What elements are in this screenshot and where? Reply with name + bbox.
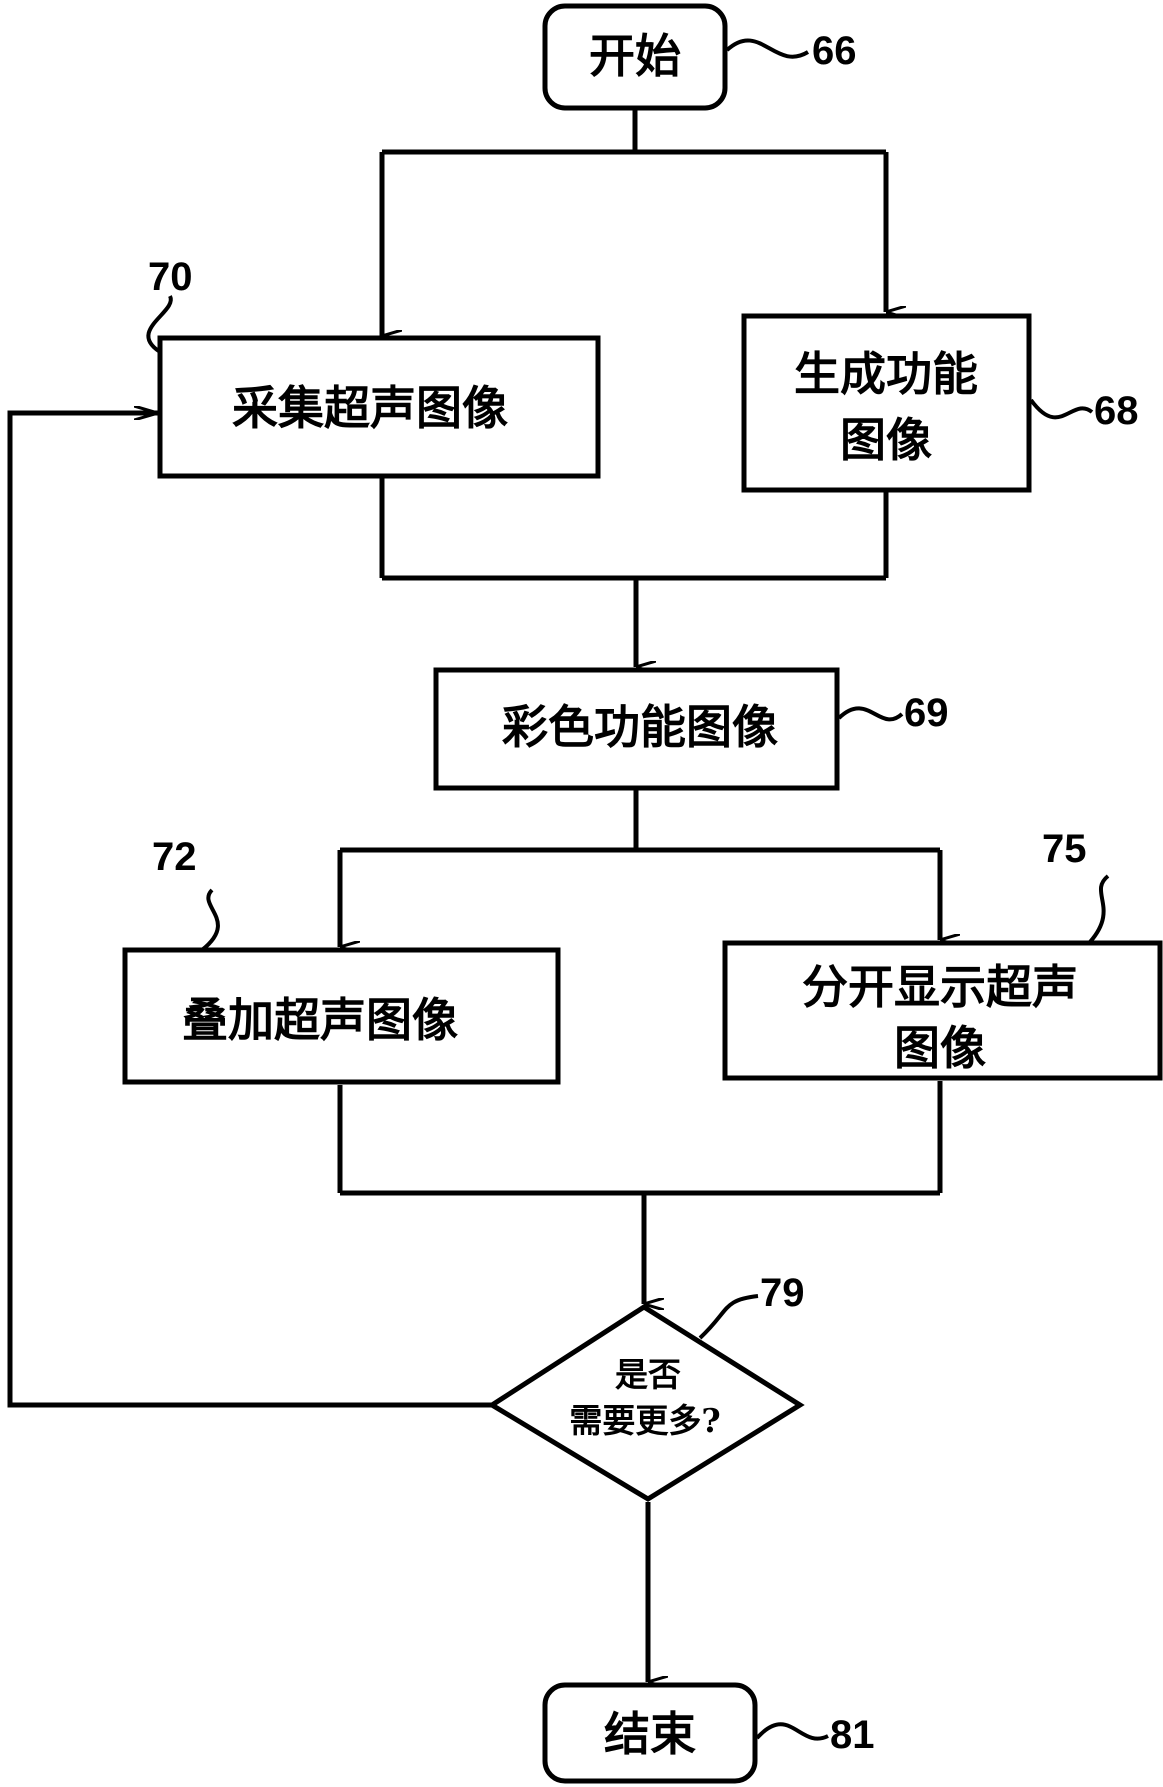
overlay-step: 叠加超声图像 <box>125 950 558 1082</box>
leader-separate <box>1090 876 1108 942</box>
leader-color <box>839 708 902 719</box>
decision-label-line1: 是否 <box>615 1355 681 1394</box>
leader-decision <box>700 1296 758 1338</box>
end-node: 结束 <box>545 1685 755 1781</box>
leader-start <box>727 40 808 56</box>
ref-separate: 75 <box>1042 827 1087 871</box>
leader-overlay <box>202 890 218 950</box>
decision-label-line2: 需要更多? <box>569 1401 720 1440</box>
separate-label-line1: 分开显示超声 <box>802 960 1078 1014</box>
ref-generate: 68 <box>1094 389 1139 433</box>
separate-label-line2: 图像 <box>894 1021 986 1075</box>
acquire-step: 采集超声图像 <box>160 338 598 476</box>
color-label: 彩色功能图像 <box>502 700 778 754</box>
ref-color: 69 <box>904 691 949 735</box>
ref-overlay: 72 <box>152 835 197 879</box>
start-node: 开始 <box>545 6 725 108</box>
separate-step: 分开显示超声 图像 <box>725 943 1160 1078</box>
leader-end <box>757 1724 828 1738</box>
ref-start: 66 <box>812 29 857 73</box>
end-label: 结束 <box>604 1707 696 1761</box>
generate-label-line2: 图像 <box>840 413 932 467</box>
color-step: 彩色功能图像 <box>436 670 837 788</box>
overlay-label: 叠加超声图像 <box>182 993 458 1047</box>
generate-step: 生成功能 图像 <box>744 316 1029 490</box>
ref-end: 81 <box>830 1713 875 1757</box>
start-label: 开始 <box>589 29 681 83</box>
generate-label-line1: 生成功能 <box>794 347 978 401</box>
acquire-label: 采集超声图像 <box>232 381 508 435</box>
decision-node: 是否 需要更多? <box>492 1307 800 1499</box>
leader-generate <box>1031 400 1092 417</box>
loop-back-connector <box>10 413 492 1405</box>
ref-decision: 79 <box>760 1271 805 1315</box>
ref-acquire: 70 <box>148 255 193 299</box>
